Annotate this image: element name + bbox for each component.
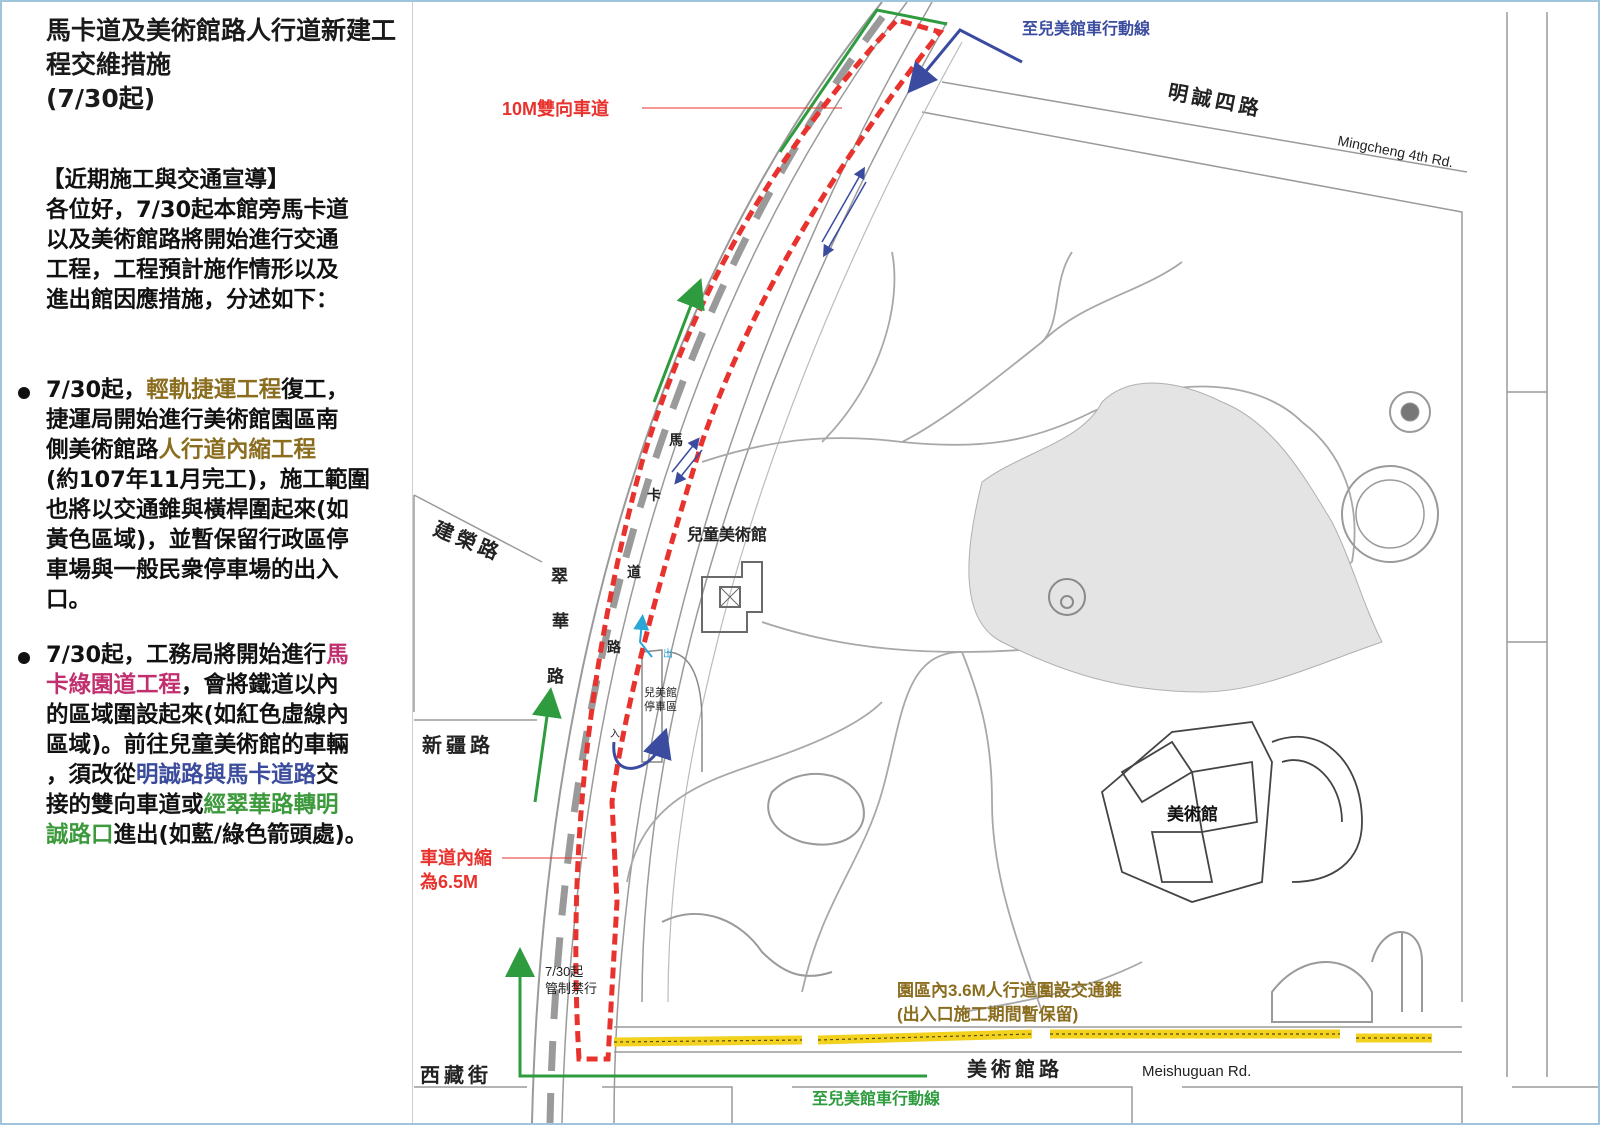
bullet-2-line: 7/30起，工務局將開始進行馬 bbox=[46, 642, 349, 668]
road-cuihua-char: 華 bbox=[552, 612, 569, 631]
bullet-1-line: 口。 bbox=[46, 587, 92, 613]
bullet-1-line: 7/30起，輕軌捷運工程復工， bbox=[46, 377, 349, 403]
callout-leaders bbox=[502, 107, 842, 859]
bullet-1-line: (約107年11月完工)，施工範圍 bbox=[46, 467, 370, 493]
blue-route-highlight: 明誠路與馬卡道路 bbox=[136, 762, 317, 788]
intro-line: 各位好，7/30起本館旁馬卡道 bbox=[46, 197, 349, 223]
road-xizang: 西藏街 bbox=[420, 1063, 492, 1087]
bullet-2-line: 區域)。前往兒童美術館的車輛 bbox=[46, 732, 349, 758]
blue-two-way-arrows bbox=[671, 166, 867, 485]
bullet-2-line: 卡綠園道工程，會將鐵道以內 bbox=[46, 672, 339, 698]
intro-line: 以及美術館路將開始進行交通 bbox=[46, 227, 339, 253]
green-route-label: 至兒美館車行動線 bbox=[812, 1089, 940, 1108]
childrens-parking-lot bbox=[641, 649, 703, 772]
road-mingcheng-en: Mingcheng 4th Rd. bbox=[1336, 132, 1454, 170]
bullet-2-text: 7/30起，工務局將開始進行馬 卡綠園道工程，會將鐵道以內 的區域圍設起來(如紅… bbox=[46, 640, 367, 850]
green-route-highlight: 經翠華路轉明 bbox=[203, 792, 339, 818]
bullet-2-line: 的區域圍設起來(如紅色虛線內 bbox=[46, 702, 349, 728]
intro-section: 【近期施工與交通宣導】 各位好，7/30起本館旁馬卡道 以及美術館路將開始進行交… bbox=[42, 165, 349, 315]
road-meishuguan-zh: 美術館路 bbox=[967, 1057, 1063, 1081]
childrens-parking-label-2: 停車區 bbox=[644, 699, 677, 713]
bullet-1-line: 也將以交通錐與橫桿圍起來(如 bbox=[46, 497, 349, 523]
southwest-pond bbox=[661, 772, 865, 977]
bullet-dot bbox=[18, 652, 30, 664]
sidewalk-project-highlight: 人行道內縮工程 bbox=[158, 437, 317, 463]
road-xinjiang: 新疆路 bbox=[422, 733, 494, 757]
bullet-1-line: 黃色區域)，並暫保留行政區停 bbox=[46, 527, 349, 553]
title-line-2: (7/30起) bbox=[46, 84, 156, 113]
childrens-museum-label: 兒童美術館 bbox=[687, 525, 767, 544]
intro-heading: 【近期施工與交通宣導】 bbox=[42, 167, 290, 193]
bullet-1-line: 側美術館路人行道內縮工程 bbox=[46, 437, 317, 463]
road-makadao-char: 路 bbox=[607, 639, 622, 655]
road-makadao-char: 馬 bbox=[669, 432, 683, 448]
intro-line: 進出館因應措施，分述如下： bbox=[46, 287, 339, 313]
cone-note-2: (出入口施工期間暫保留) bbox=[897, 1004, 1078, 1024]
road-cuihua-char: 路 bbox=[547, 666, 565, 686]
park-map: 至兒美館車行動線 至兒美館車行動線 10M雙向車道 車道內縮 為6.5M 7/3… bbox=[413, 2, 1598, 1123]
lrt-project-highlight: 輕軌捷運工程 bbox=[146, 377, 282, 403]
cone-area-outline bbox=[613, 1033, 1432, 1043]
page-title: 馬卡道及美術館路人行道新建工程交維措施 (7/30起) bbox=[46, 14, 412, 116]
museum-label: 美術館 bbox=[1167, 804, 1218, 824]
green-route bbox=[505, 8, 948, 1078]
museum-building bbox=[1100, 721, 1363, 903]
greenway-project-highlight: 卡綠園道工程 bbox=[46, 672, 182, 698]
notice-panel: 馬卡道及美術館路人行道新建工程交維措施 (7/30起) 【近期施工與交通宣導】 … bbox=[2, 2, 413, 1123]
childrens-museum-building bbox=[701, 561, 763, 633]
two-way-lane-label: 10M雙向車道 bbox=[502, 98, 609, 119]
title-line-1: 馬卡道及美術館路人行道新建工程交維措施 bbox=[46, 16, 397, 79]
exit-label: 出 bbox=[663, 647, 673, 660]
bullet-1-text: 7/30起，輕軌捷運工程復工， 捷運局開始進行美術館園區南 側美術館路人行道內縮… bbox=[46, 375, 370, 615]
amphitheater-icon bbox=[1048, 578, 1086, 616]
park-paths bbox=[626, 251, 1356, 1013]
lane-narrow-label-2: 為6.5M bbox=[420, 871, 478, 892]
southeast-loops bbox=[1271, 931, 1423, 1023]
road-makadao-char: 道 bbox=[627, 564, 641, 580]
bullet-dot bbox=[18, 387, 30, 399]
cyan-entry-arrow bbox=[633, 614, 653, 658]
bullet-1-line: 捷運局開始進行美術館園區南 bbox=[46, 407, 339, 433]
closure-label-2: 管制禁行 bbox=[545, 981, 597, 996]
blue-route-label: 至兒美館車行動線 bbox=[1022, 19, 1150, 38]
bullet-2-line: 誠路口進出(如藍/綠色箭頭處)。 bbox=[46, 822, 368, 848]
road-meishuguan-en: Meishuguan Rd. bbox=[1142, 1063, 1251, 1080]
blue-route bbox=[612, 28, 1023, 770]
meishuguan-road bbox=[614, 1026, 1462, 1053]
childrens-parking-label-1: 兒美館 bbox=[644, 685, 677, 699]
intro-line: 工程，工程預計施作情形以及 bbox=[46, 257, 339, 283]
lane-narrow-label-1: 車道內縮 bbox=[420, 847, 492, 868]
road-makadao-char: 卡 bbox=[647, 487, 661, 503]
east-roundabout bbox=[1341, 391, 1439, 563]
bullet-2-line: ，須改從明誠路與馬卡道路交 bbox=[46, 762, 339, 788]
city-blocks bbox=[413, 12, 1598, 1123]
entrance-label: 入 bbox=[610, 729, 620, 740]
cone-note-1: 園區內3.6M人行道圍設交通錐 bbox=[897, 980, 1122, 1000]
road-mingcheng-zh: 明誠四路 bbox=[1166, 79, 1265, 121]
road-cuihua-char: 翠 bbox=[551, 567, 568, 586]
bullet-2-line: 接的雙向車道或經翠華路轉明 bbox=[46, 792, 339, 818]
bullet-1-line: 車場與一般民衆停車場的出入 bbox=[46, 557, 339, 583]
lawn-area bbox=[968, 382, 1383, 693]
closure-label-1: 7/30起 bbox=[545, 964, 583, 979]
